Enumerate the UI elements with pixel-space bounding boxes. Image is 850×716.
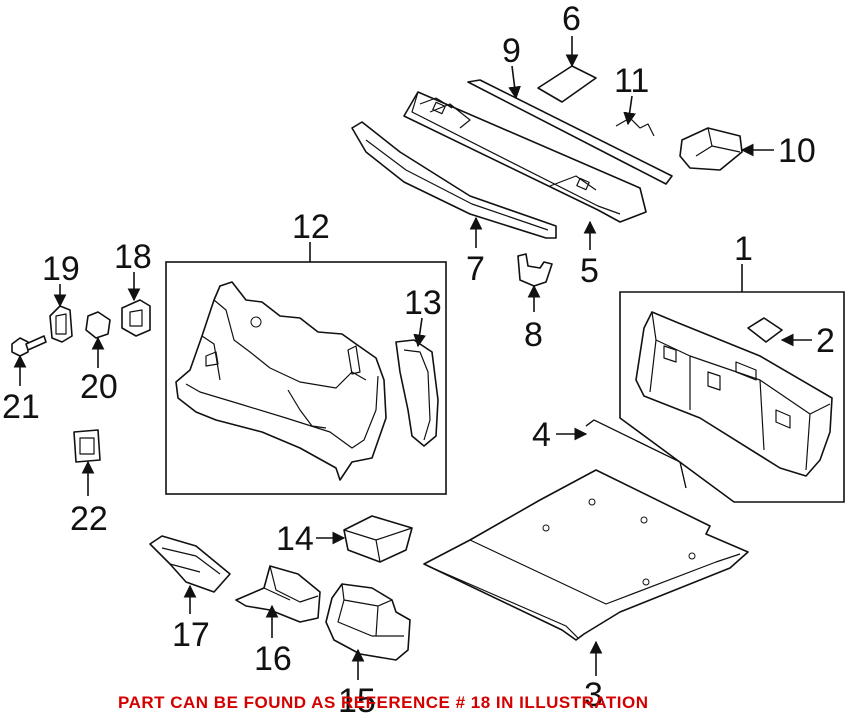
callout-8: 8 [524,316,543,354]
part-14-box [343,515,413,563]
part-12-side-trim [175,281,387,481]
part-17-trim [149,535,231,593]
part-1-rear-panel [635,311,833,477]
group-frame-12 [165,261,447,495]
callout-17: 17 [172,616,210,654]
callout-11: 11 [614,62,649,100]
callout-5: 5 [580,252,599,290]
part-13-side-strip [395,339,439,447]
callout-14: 14 [276,520,314,558]
callout-6: 6 [562,0,581,38]
callout-18: 18 [114,238,152,276]
callout-10: 10 [778,132,816,170]
callout-19: 19 [42,250,80,288]
callout-22: 22 [70,500,108,538]
reference-note: PART CAN BE FOUND AS REFERENCE # 18 IN I… [118,693,649,712]
callout-12: 12 [292,208,330,246]
part-11-clip [615,117,655,137]
part-21-bolt [11,335,47,357]
part-9-strip [467,79,673,185]
part-16-trim [235,565,321,623]
callout-13: 13 [404,284,442,322]
part-10-bracket [679,127,743,171]
callout-7: 7 [466,250,485,288]
callout-3: 3 [584,676,603,714]
part-4-rod [585,419,687,489]
part-8-bracket [517,253,553,287]
callout-16: 16 [254,640,292,678]
callout-20: 20 [80,368,118,406]
callout-4: 4 [532,416,551,454]
part-7-trim-strip [351,121,557,239]
callout-21: 21 [2,388,40,426]
part-2-pad [747,317,783,343]
part-19-clip [49,305,73,343]
callout-2: 2 [816,322,835,360]
part-6-pad [537,65,597,103]
callout-9: 9 [502,32,521,70]
group-frame-1 [619,291,845,503]
part-20-clip [85,311,111,339]
callout-15: 15 [338,682,376,716]
part-15-storage-box [325,583,411,661]
leader-lines [13,36,812,680]
callout-1: 1 [734,230,753,268]
part-22-clip [73,429,101,463]
part-3-floor-panel [423,469,749,641]
part-18-clip [121,299,151,337]
part-5-rear-shelf [403,91,647,223]
